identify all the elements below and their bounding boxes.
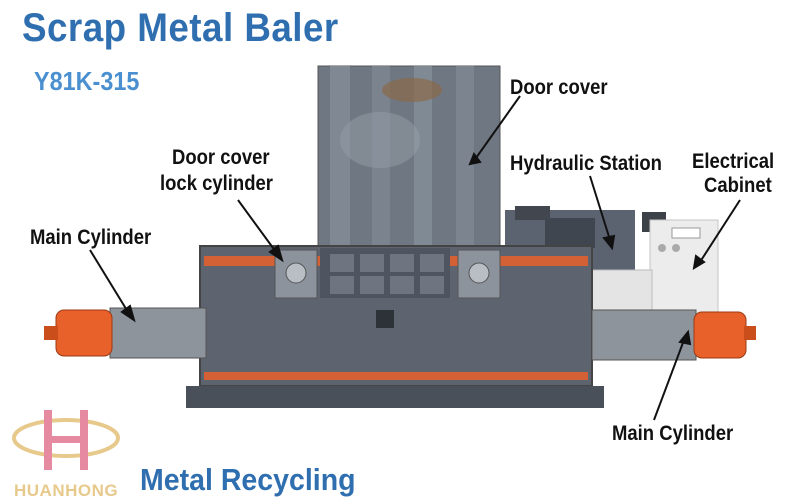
label-door-lock-line2: lock cylinder — [160, 172, 273, 195]
baler-main-body — [186, 245, 604, 408]
label-main-cylinder-right: Main Cylinder — [612, 422, 734, 445]
page-title: Scrap Metal Baler — [22, 6, 339, 50]
label-main-cylinder-left: Main Cylinder — [30, 226, 152, 249]
tagline: Metal Recycling — [140, 462, 356, 497]
model-number: Y81K-315 — [34, 66, 140, 96]
electrical-cabinet — [589, 212, 719, 323]
main-cylinder-left — [44, 307, 207, 359]
brand-name: HUANHONG — [14, 481, 119, 500]
label-hydraulic-station: Hydraulic Station — [510, 152, 662, 175]
main-cylinder-right — [591, 309, 756, 361]
label-door-lock-line1: Door cover — [172, 146, 270, 169]
label-door-cover: Door cover — [510, 76, 608, 99]
label-electrical-line1: Electrical — [692, 150, 775, 173]
label-electrical-line2: Cabinet — [704, 174, 772, 197]
huanhong-logo — [12, 410, 120, 470]
callout-arrows — [89, 95, 741, 421]
